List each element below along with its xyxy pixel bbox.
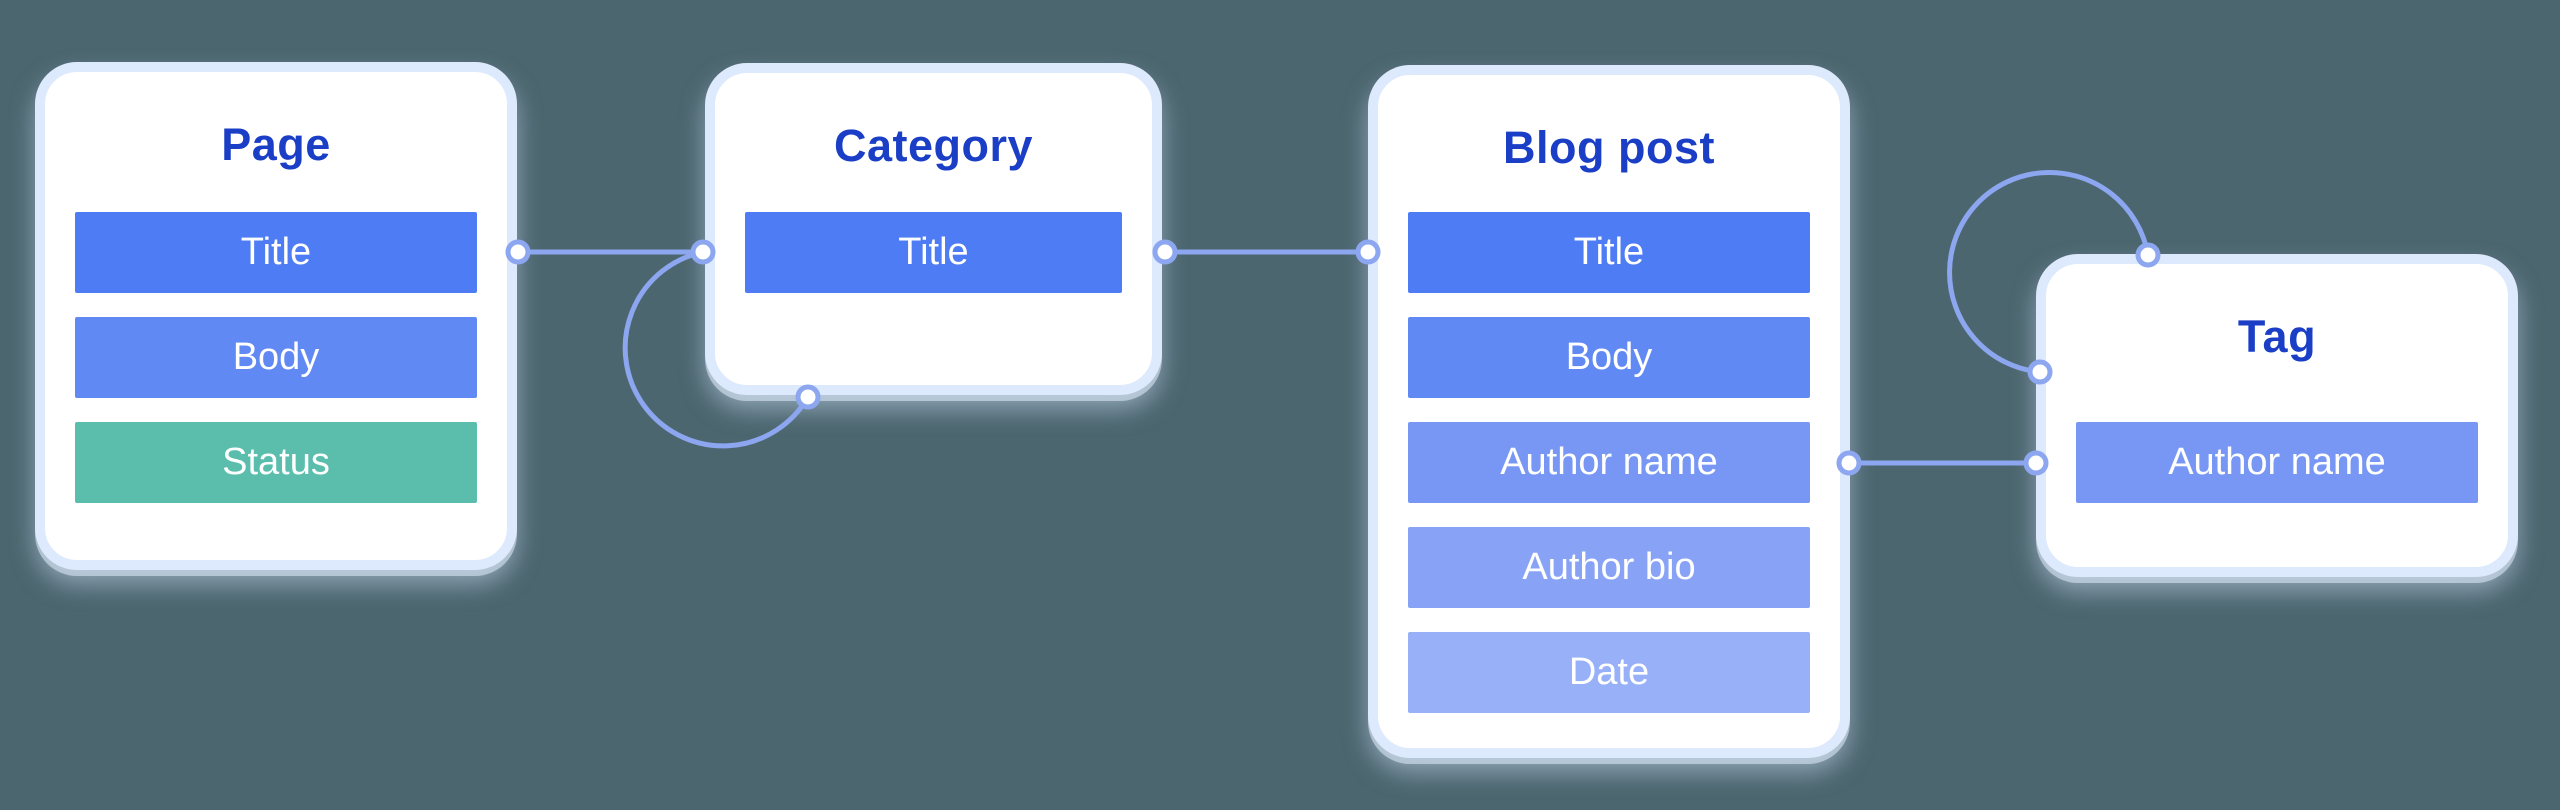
field-blogpost-date: Date bbox=[1408, 632, 1810, 713]
connector-node-tag-left-author bbox=[2023, 450, 2049, 476]
connector-node-tag-left-loop bbox=[2027, 359, 2053, 385]
entity-title-category: Category bbox=[833, 120, 1034, 171]
field-tag-author-name: Author name bbox=[2076, 422, 2478, 503]
connector-node-category-left bbox=[690, 239, 716, 265]
entity-title-tag: Tag bbox=[2237, 311, 2317, 362]
entity-card-blog-post: Blog post Title Body Author name Author … bbox=[1368, 65, 1850, 758]
connector-node-blogpost-right bbox=[1836, 450, 1862, 476]
field-blogpost-title: Title bbox=[1408, 212, 1810, 293]
connector-node-category-bottom bbox=[795, 384, 821, 410]
connector-arc-category-self bbox=[622, 249, 811, 449]
connector-node-blogpost-left bbox=[1355, 239, 1381, 265]
field-category-title: Title bbox=[745, 212, 1122, 293]
field-blogpost-body: Body bbox=[1408, 317, 1810, 398]
field-page-status: Status bbox=[75, 422, 477, 503]
field-page-body: Body bbox=[75, 317, 477, 398]
field-blogpost-author-name: Author name bbox=[1408, 422, 1810, 503]
connector-node-tag-top-loop bbox=[2135, 242, 2161, 268]
connector-node-category-right bbox=[1152, 239, 1178, 265]
entity-title-page: Page bbox=[221, 119, 331, 170]
entity-card-tag: Tag Author name bbox=[2036, 254, 2518, 577]
connector-node-page-right bbox=[505, 239, 531, 265]
field-blogpost-author-bio: Author bio bbox=[1408, 527, 1810, 608]
entity-card-category: Category Title bbox=[705, 63, 1162, 395]
entity-card-page: Page Title Body Status bbox=[35, 62, 517, 570]
connector-arc-tag-self bbox=[1947, 169, 2151, 375]
entity-title-blog-post: Blog post bbox=[1503, 122, 1715, 173]
field-page-title: Title bbox=[75, 212, 477, 293]
